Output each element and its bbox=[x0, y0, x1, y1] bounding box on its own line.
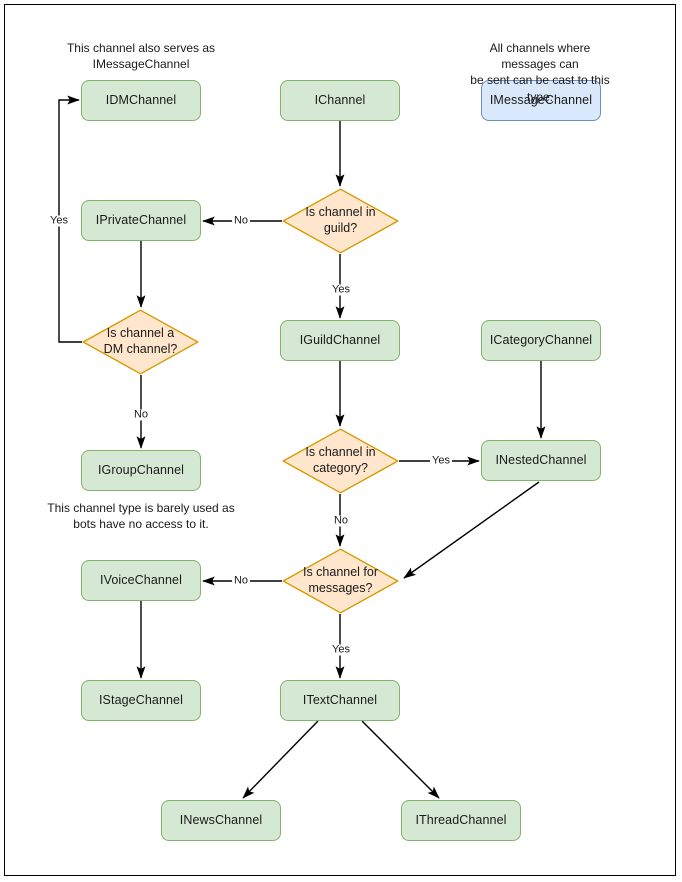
node-iprivatechannel[interactable]: IPrivateChannel bbox=[81, 200, 201, 241]
decision-is-channel-a-dm-channel[interactable]: Is channel a DM channel? bbox=[82, 309, 199, 375]
edge-label-messages-no: No bbox=[231, 574, 251, 587]
edge-label-dm-yes: Yes bbox=[48, 214, 70, 227]
decision-is-channel-for-messages[interactable]: Is channel for messages? bbox=[282, 548, 399, 614]
diamond-shape bbox=[282, 428, 399, 494]
edge-text-to-thread bbox=[361, 720, 440, 799]
edge-label-messages-yes: Yes bbox=[330, 643, 352, 656]
node-idmchannel[interactable]: IDMChannel bbox=[81, 80, 201, 121]
note-igroupchannel-annotation: This channel type is barely used as bots… bbox=[47, 501, 235, 532]
node-icategorychannel[interactable]: ICategoryChannel bbox=[481, 320, 601, 361]
decision-label: Is channel in guild? bbox=[305, 205, 376, 235]
note-imessagechannel-annotation: All channels where messages can be sent … bbox=[470, 41, 610, 104]
node-igroupchannel[interactable]: IGroupChannel bbox=[81, 450, 201, 491]
edge-label-category-yes: Yes bbox=[430, 454, 452, 467]
edge-text-to-news bbox=[242, 720, 319, 799]
edge-label-guild-yes: Yes bbox=[330, 283, 352, 296]
decision-label: Is channel in category? bbox=[305, 445, 376, 475]
node-ivoicechannel[interactable]: IVoiceChannel bbox=[81, 560, 201, 601]
node-ichannel[interactable]: IChannel bbox=[280, 80, 400, 121]
node-itextchannel[interactable]: ITextChannel bbox=[280, 680, 400, 721]
node-inestedchannel[interactable]: INestedChannel bbox=[481, 440, 601, 481]
decision-is-channel-in-guild[interactable]: Is channel in guild? bbox=[282, 188, 399, 254]
edge-nested-to-messagesq bbox=[403, 481, 540, 579]
decision-is-channel-in-category[interactable]: Is channel in category? bbox=[282, 428, 399, 494]
edge-label-dm-no: No bbox=[131, 408, 151, 421]
node-iguildchannel[interactable]: IGuildChannel bbox=[280, 320, 400, 361]
edge-label-guild-no: No bbox=[231, 214, 251, 227]
node-inewschannel[interactable]: INewsChannel bbox=[161, 800, 281, 841]
decision-label: Is channel a DM channel? bbox=[103, 326, 178, 356]
diamond-shape bbox=[82, 309, 199, 375]
node-ithreadchannel[interactable]: IThreadChannel bbox=[401, 800, 521, 841]
node-istagechannel[interactable]: IStageChannel bbox=[81, 680, 201, 721]
node-imessagechannel[interactable]: IMessageChannel bbox=[481, 80, 601, 121]
decision-label: Is channel for messages? bbox=[302, 565, 379, 595]
note-dmchannel-annotation: This channel also serves as IMessageChan… bbox=[66, 41, 216, 72]
diamond-shape bbox=[282, 188, 399, 254]
diamond-shape bbox=[282, 548, 399, 614]
edge-label-category-no: No bbox=[331, 514, 351, 527]
